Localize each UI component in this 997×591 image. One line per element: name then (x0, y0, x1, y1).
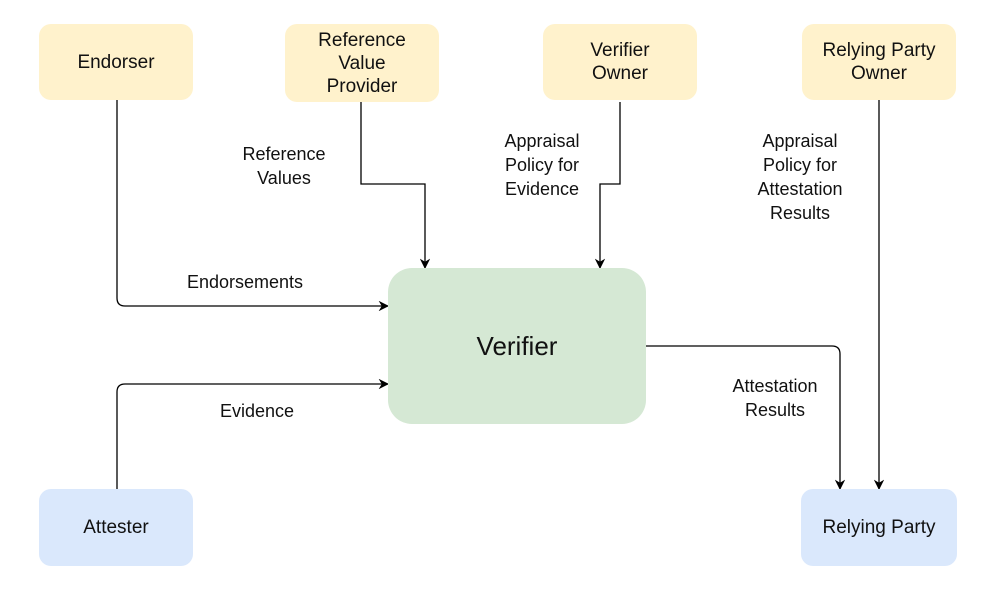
evidence-edge-label: Evidence (219, 401, 295, 421)
reference-values-edge-label: Reference Values (242, 144, 326, 188)
relying-party-owner-label: Relying Party Owner (822, 40, 936, 84)
attestation-results-connector (646, 345, 846, 491)
relying-party-label: Relying Party (822, 517, 936, 538)
reference-value-provider-label: Reference Value Provider (318, 29, 406, 97)
appraisal-policy-results-edge-label: Appraisal Policy for Attestation Results (757, 131, 843, 223)
evidence-connector (116, 378, 390, 489)
reference-value-provider-node: Reference Value Provider (285, 24, 439, 102)
attester-label: Attester (83, 517, 149, 538)
appraisal-policy-evidence-edge-label: Appraisal Policy for Evidence (504, 131, 580, 199)
verifier-node: Verifier (388, 268, 646, 424)
verifier-owner-label: Verifier Owner (590, 40, 650, 84)
appraisal-policy-evidence-connector (594, 102, 621, 270)
attester-node: Attester (39, 489, 193, 566)
relying-party-node: Relying Party (801, 489, 957, 566)
endorser-node: Endorser (39, 24, 193, 100)
endorser-label: Endorser (77, 51, 155, 73)
reference-values-connector (360, 102, 431, 270)
endorsements-connector (116, 100, 390, 312)
verifier-owner-node: Verifier Owner (543, 24, 697, 100)
attestation-results-edge-label: Attestation Results (732, 376, 818, 420)
endorsements-edge-label: Endorsements (186, 272, 304, 292)
verifier-label: Verifier (476, 330, 558, 361)
relying-party-owner-node: Relying Party Owner (802, 24, 956, 100)
